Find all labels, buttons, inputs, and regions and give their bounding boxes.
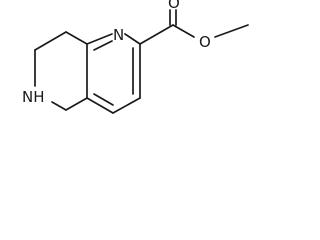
bond-c8a-n1-inner [93,40,113,51]
atom-label-ring-n: N [113,26,124,44]
bond-c4-c4a [86,97,114,114]
bond-o-methyl [214,24,249,38]
atom-label-nh: NH [22,88,45,106]
bond-n1-c2 [124,33,141,45]
bond-c2-carbonyl [139,24,174,45]
bond-carbonyl-o-single [172,24,195,38]
bond-c4a-c5 [65,97,88,111]
bond-c4-c4a-inner [93,93,114,106]
bond-c8a-n1 [86,33,113,45]
bond-c8-c8a [65,31,88,45]
chemical-structure-diagram: N NH O O [22,0,249,114]
atom-label-carbonyl-o: O [168,0,180,12]
bond-c5-n6 [51,101,67,111]
bond-c7-c8 [34,31,67,51]
bond-c3-c4 [112,97,141,114]
atom-label-ester-o: O [199,33,211,51]
